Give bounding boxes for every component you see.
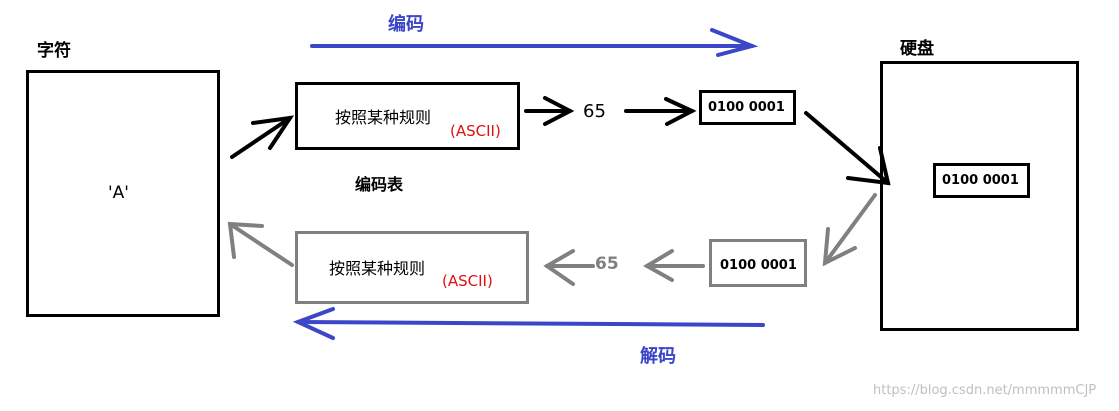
decode-label: 解码 — [640, 346, 676, 367]
rule-tag-top: (ASCII) — [450, 122, 501, 140]
binary-box-top: 0100 0001 — [699, 90, 796, 125]
disk-title: 硬盘 — [900, 39, 934, 59]
rule-box-bottom: 按照某种规则 (ASCII) — [295, 231, 529, 304]
binary-box-bottom: 0100 0001 — [709, 239, 807, 287]
arrow-binary-to-disk — [804, 111, 891, 186]
rule-text-top: 按照某种规则 — [335, 108, 432, 127]
arrow-binary-to-65 — [643, 249, 705, 282]
char-value: 'A' — [108, 183, 129, 203]
binary-text-top: 0100 0001 — [708, 100, 785, 115]
arrow-rule-to-65 — [524, 96, 575, 126]
rule-text-bottom: 按照某种规则 — [329, 259, 426, 278]
arrow-disk-to-binary — [822, 193, 877, 267]
encoding-table-label: 编码表 — [355, 175, 404, 194]
arrow-65-to-binary — [624, 97, 697, 126]
decode-arrow — [292, 307, 765, 340]
binary-box-disk: 0100 0001 — [933, 163, 1030, 198]
binary-text-bottom: 0100 0001 — [720, 258, 797, 273]
char-box: 'A' — [26, 70, 220, 317]
binary-text-disk: 0100 0001 — [942, 173, 1019, 188]
watermark: https://blog.csdn.net/mmmmmCJP — [873, 383, 1097, 398]
code-65-bottom: 65 — [595, 254, 619, 274]
rule-box-top: 按照某种规则 (ASCII) — [295, 82, 520, 150]
arrow-rule-to-char — [227, 221, 294, 267]
arrow-char-to-rule — [230, 115, 295, 159]
code-65-top: 65 — [583, 101, 606, 122]
disk-box: 0100 0001 — [880, 61, 1079, 331]
rule-tag-bottom: (ASCII) — [442, 272, 493, 290]
char-title: 字符 — [37, 41, 71, 61]
encode-label: 编码 — [388, 14, 424, 35]
arrow-65-to-rule — [543, 249, 595, 286]
encode-arrow — [310, 28, 759, 57]
